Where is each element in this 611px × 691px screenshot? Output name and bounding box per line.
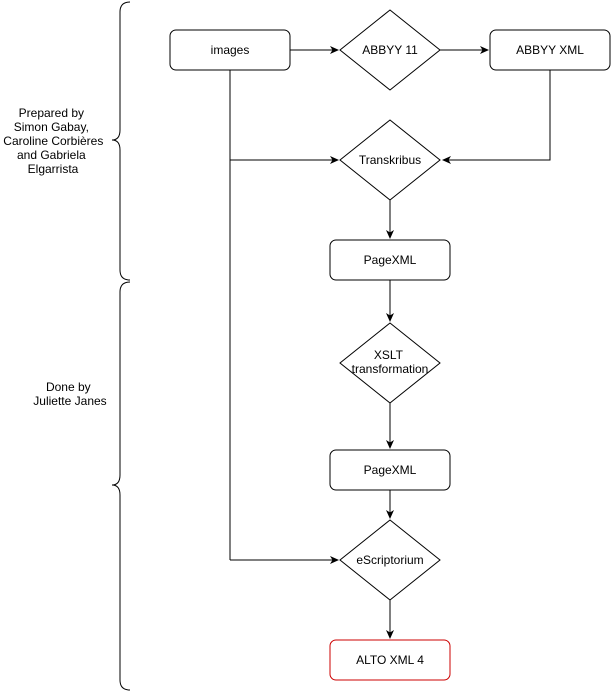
node-abbyy11: ABBYY 11: [339, 9, 441, 91]
node-xslt-transformation: XSLT transformation: [339, 322, 441, 404]
svg-text:eScriptorium: eScriptorium: [356, 553, 423, 567]
node-pagexml-2: PageXML: [329, 449, 451, 491]
connectors: [229, 46, 551, 639]
node-escriptorium: eScriptorium: [339, 519, 441, 601]
svg-text:ABBYY XML: ABBYY XML: [516, 43, 584, 57]
edge-abbyyxml-transkribus: [442, 70, 551, 164]
node-pagexml-1: PageXML: [329, 239, 451, 281]
node-images: images: [169, 29, 291, 71]
svg-text:PageXML: PageXML: [364, 463, 417, 477]
node-abbyy-xml: ABBYY XML: [489, 29, 611, 71]
svg-text:PageXML: PageXML: [364, 253, 417, 267]
node-transkribus: Transkribus: [339, 119, 441, 201]
svg-text:ALTO XML 4: ALTO XML 4: [356, 653, 424, 667]
prepared-by-note: Prepared by Simon Gabay, Caroline Corbiè…: [3, 106, 106, 176]
brace-done: [111, 281, 131, 691]
done-by-note: Done by Juliette Janes: [33, 380, 106, 408]
svg-text:Transkribus: Transkribus: [359, 153, 421, 167]
svg-text:ABBYY 11: ABBYY 11: [362, 43, 418, 57]
brace-prepared: [111, 1, 131, 281]
edge-images-transkribus: [229, 70, 339, 164]
svg-text:XSLT transformation: XSLT transformation: [352, 348, 429, 376]
node-alto-xml: ALTO XML 4: [329, 639, 451, 681]
svg-text:images: images: [211, 43, 250, 57]
